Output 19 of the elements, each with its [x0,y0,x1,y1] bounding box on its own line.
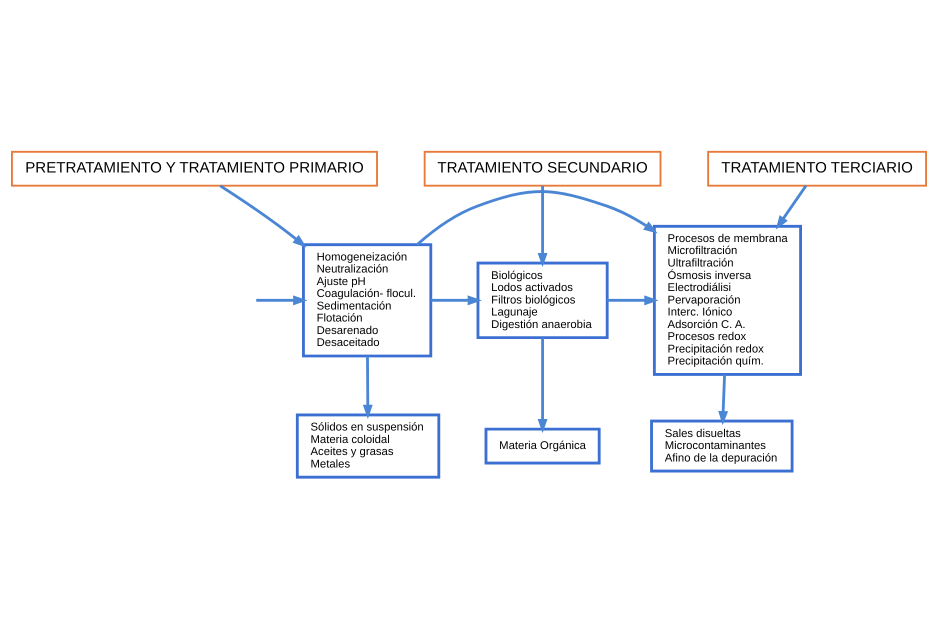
node-box: TRATAMIENTO TERCIARIO [707,150,927,187]
node-box: TRATAMIENTO SECUNDARIO [424,150,662,187]
node-box: Sólidos en suspensión Materia coloidal Aceites y grasas Metales [296,414,440,479]
arrow [430,295,482,306]
node-box: Procesos de membrana Microfiltración Ultrafiltración Ósmosis inversa Electrodiálisi Pervaporación Interc. Iónico Adsorción C. A. Procesos redox Precipitación redox Precipitación quím. [652,224,802,376]
arrow [538,186,548,268]
node-box: PRETRATAMIENTO Y TRATAMIENTO PRIMARIO [11,150,378,187]
node-box: Sales disueltas Microcontaminantes Afino de la depuración [650,420,794,473]
arrow [538,338,548,434]
arrow [718,374,728,426]
arrow [416,190,658,246]
arrow [256,295,308,306]
node-box: Homogeneización Neutralización Ajuste pH Coagulación- flocul. Sedimentación Flotación Desarenado Desaceitado [302,243,432,358]
arrow [607,295,658,306]
arrow [219,184,307,248]
arrow [362,356,373,419]
node-box: Biológicos Lodos activados Filtros biológicos Lagunaje Digestión anaerobia [476,262,609,340]
node-box: Materia Orgánica [484,428,601,464]
arrow [776,185,808,230]
